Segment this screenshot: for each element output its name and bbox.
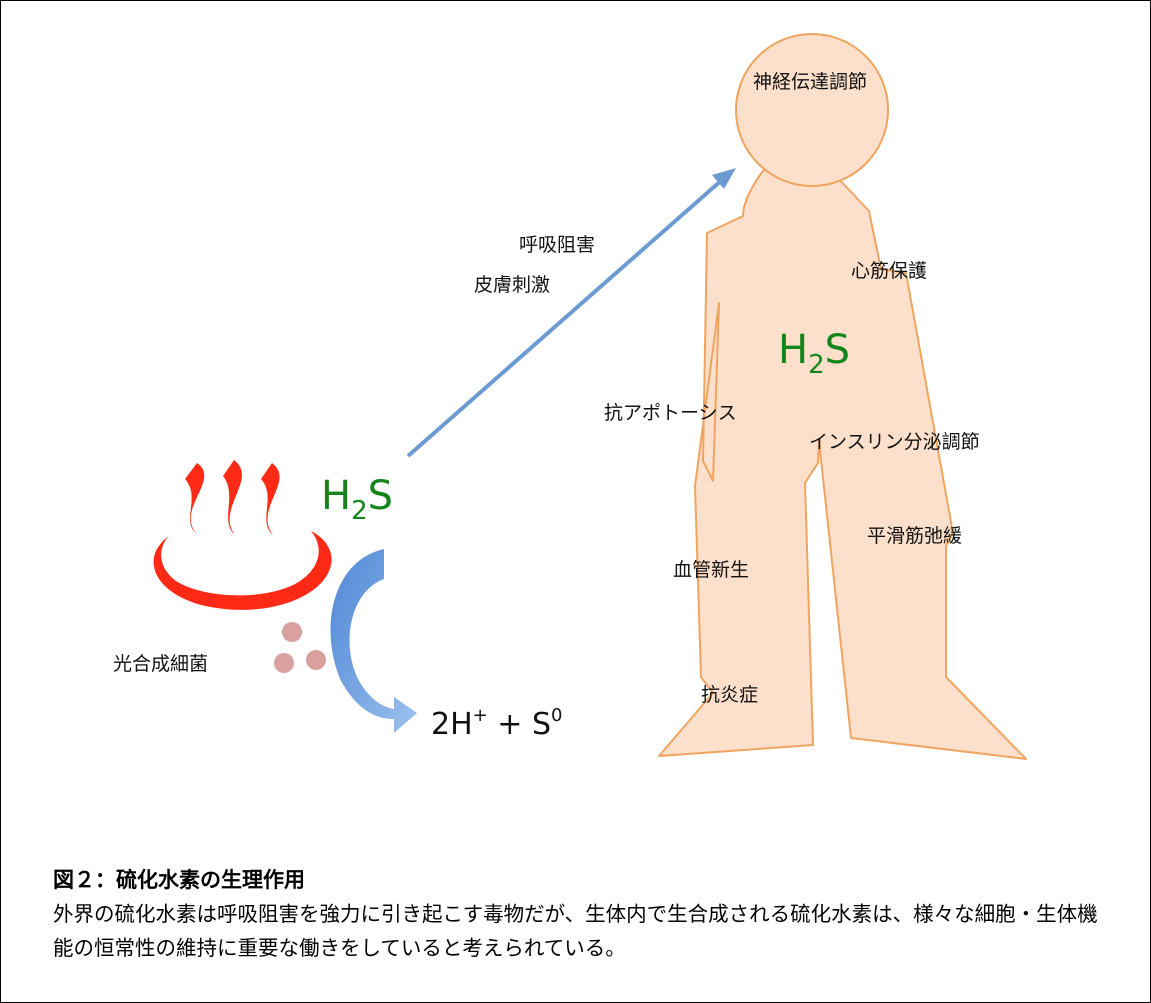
oxidation-product-formula: 2H+ + S0 (431, 705, 562, 742)
label-photosynthetic-bacteria: 光合成細菌 (113, 653, 208, 675)
label-angiogenesis: 血管新生 (673, 559, 749, 581)
exposure-arrow (406, 168, 736, 458)
label-anti-inflammation: 抗炎症 (701, 684, 758, 706)
h2s-endogenous: H2S (778, 327, 850, 380)
hot-spring-icon (153, 460, 332, 610)
caption-title: 図２：硫化水素の生理作用 (53, 868, 305, 892)
human-figure (658, 33, 1027, 760)
h2s-external: H2S (321, 473, 393, 526)
human-head (735, 33, 889, 187)
label-neurotransmission: 神経伝達調節 (753, 71, 867, 93)
label-smooth-muscle-relaxation: 平滑筋弛緩 (867, 525, 962, 547)
human-body-outline (658, 155, 1027, 760)
label-cardioprotection: 心筋保護 (851, 260, 927, 282)
label-insulin-secretion: インスリン分泌調節 (809, 431, 980, 453)
label-respiratory-inhibition: 呼吸阻害 (519, 234, 595, 256)
bacteria-dots-icon (274, 622, 326, 673)
caption-body: 外界の硫化水素は呼吸阻害を強力に引き起こす毒物だが、生体内で生合成される硫化水素… (53, 902, 1098, 960)
label-skin-irritation: 皮膚刺激 (474, 274, 550, 296)
oxidation-curved-arrow (330, 549, 417, 733)
label-anti-apoptosis: 抗アポトーシス (604, 402, 737, 424)
figure-caption: 図２：硫化水素の生理作用 外界の硫化水素は呼吸阻害を強力に引き起こす毒物だが、生… (53, 863, 1113, 965)
